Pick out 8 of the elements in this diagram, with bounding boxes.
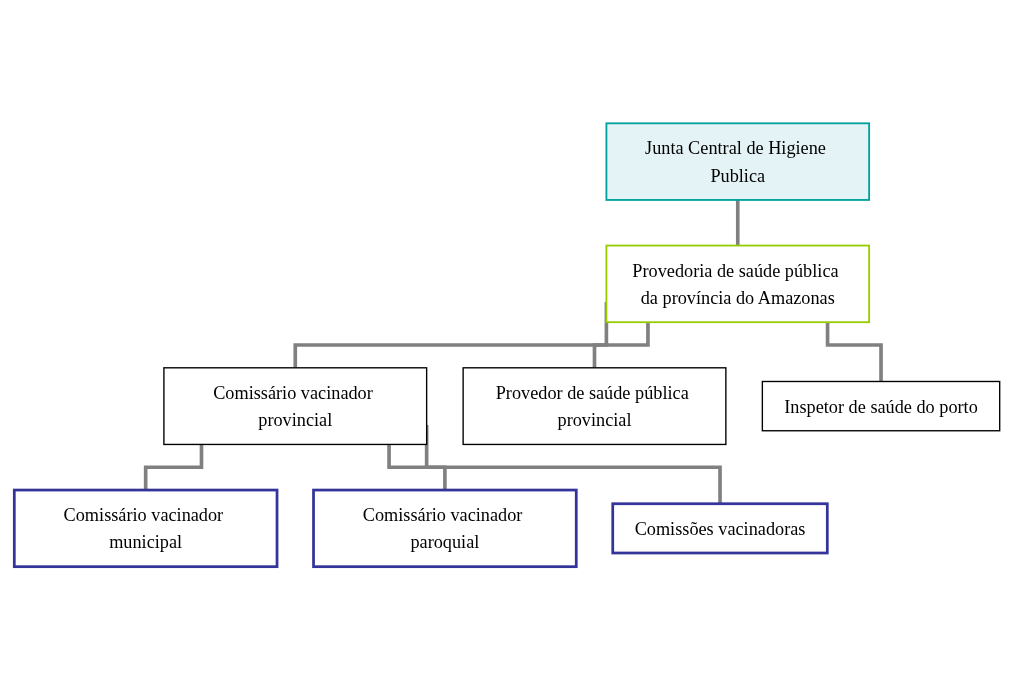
node-box: Comissário vacinador paroquial [312,488,578,569]
node-box: Comissário vacinador municipal [12,488,279,569]
node-box: Provedoria de saúde pública da província do Amazonas [605,244,871,324]
node-box: Inspetor de saúde do porto [761,380,1001,432]
node-box: Provedor de saúde pública provincial [462,367,727,446]
node-box: Comissões vacinadoras [611,502,829,555]
node-box: Comissário vacinador provincial [163,367,428,446]
node-box: Junta Central de Higiene Publica [605,122,871,201]
